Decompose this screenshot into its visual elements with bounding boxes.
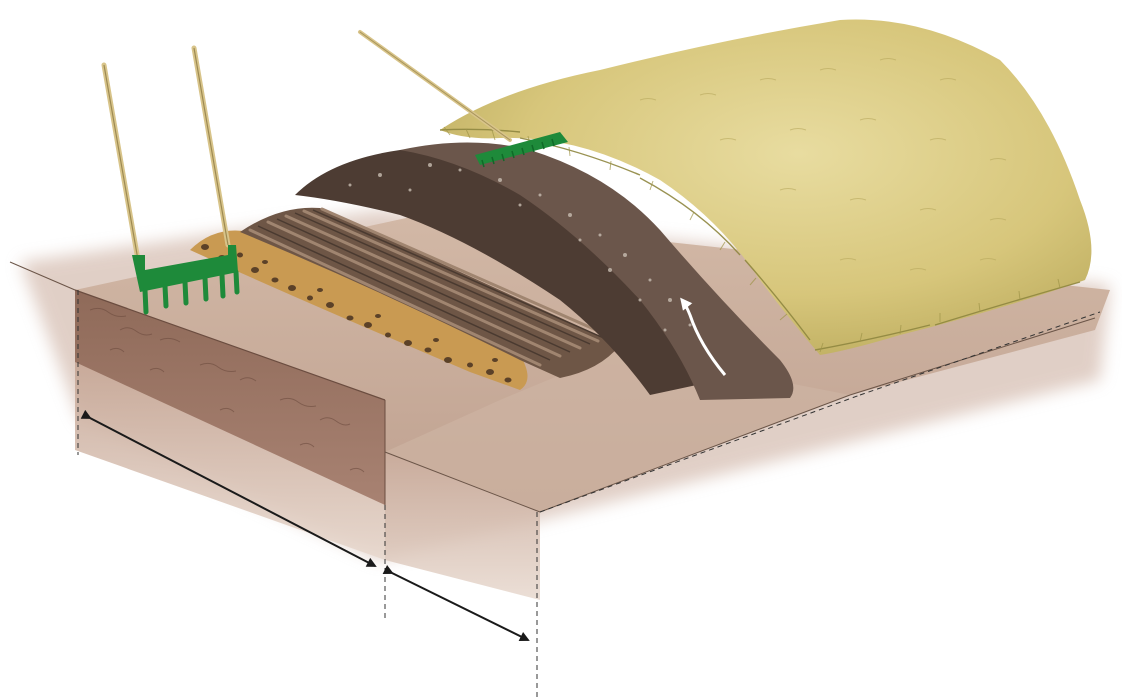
raised-bed-diagram xyxy=(0,0,1122,700)
